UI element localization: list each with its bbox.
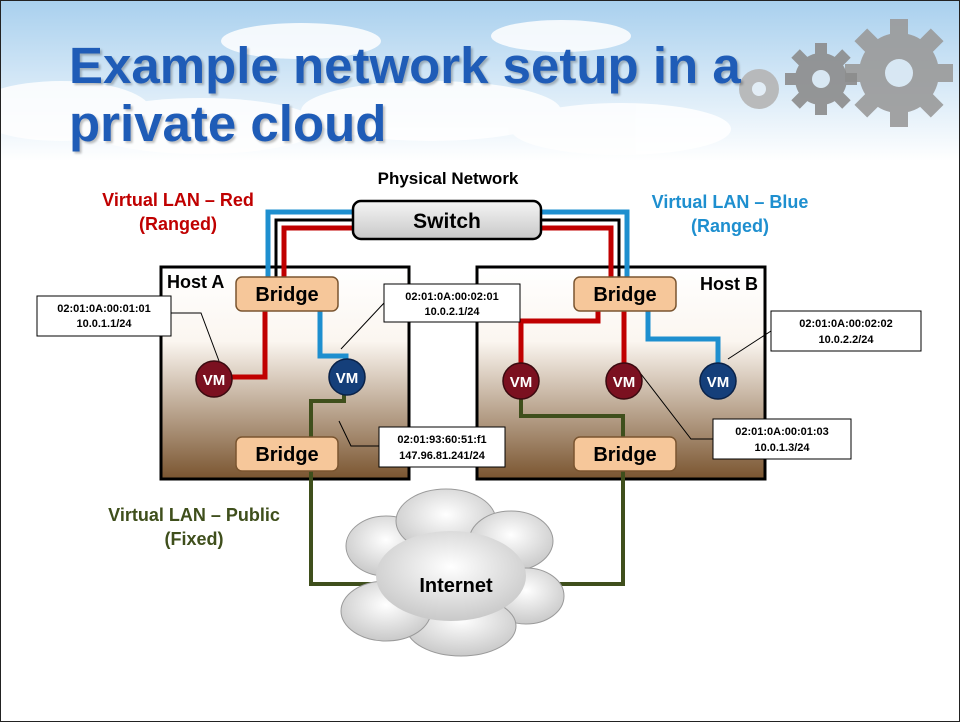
host-b-bridge-top: Bridge [573, 276, 677, 312]
callout-host-a-public: 02:01:93:60:51:f1 147.96.81.241/24 [378, 426, 506, 468]
host-a-vm-blue: VM [328, 358, 366, 396]
callout-host-a-public-mac: 02:01:93:60:51:f1 [397, 434, 486, 446]
host-b-vm-blue-label: VM [707, 374, 730, 391]
callout-host-a-blue-mac: 02:01:0A:00:02:01 [405, 291, 499, 303]
host-a-bridge-bottom-label: Bridge [255, 444, 318, 466]
callout-host-a-blue: 02:01:0A:00:02:01 10.0.2.1/24 [383, 283, 521, 323]
physical-network-label: Physical Network [378, 169, 519, 188]
host-a-bridge-bottom: Bridge [235, 436, 339, 472]
host-a-vm-blue-label: VM [336, 370, 359, 387]
physical-network-links [274, 218, 621, 285]
slide-title: Example network setup in a private cloud [69, 37, 741, 153]
callout-host-b-red-mac: 02:01:0A:00:01:03 [735, 426, 829, 438]
vlan-red-mode: (Ranged) [139, 214, 217, 234]
callout-host-b-red-ip: 10.0.1.3/24 [754, 442, 810, 454]
cloud-decoration [1, 20, 731, 155]
callout-host-b-blue: 02:01:0A:00:02:02 10.0.2.2/24 [770, 310, 922, 352]
callout-host-a-red-mac: 02:01:0A:00:01:01 [57, 303, 151, 315]
callout-host-a-blue-ip: 10.0.2.1/24 [424, 306, 480, 318]
slide-title-line2: private cloud [69, 95, 387, 152]
callout-host-b-blue-ip: 10.0.2.2/24 [818, 334, 874, 346]
host-b-vm-blue: VM [699, 362, 737, 400]
vlan-blue-name: Virtual LAN – Blue [652, 192, 809, 212]
switch-box [351, 199, 543, 241]
switch-label: Switch [413, 210, 481, 233]
host-b-vm-red-1-label: VM [510, 374, 533, 391]
callout-host-a-public-ip: 147.96.81.241/24 [399, 450, 486, 462]
callout-host-b-blue-mac: 02:01:0A:00:02:02 [799, 318, 893, 330]
host-b-bridge-bottom-label: Bridge [593, 444, 656, 466]
vlan-public-mode: (Fixed) [164, 529, 223, 549]
gear-icon [739, 19, 953, 127]
host-b-vm-red-1: VM [502, 362, 540, 400]
vlan-red-name: Virtual LAN – Red [102, 190, 254, 210]
host-a-bridge-top-label: Bridge [255, 284, 318, 306]
host-a-bridge-top: Bridge [235, 276, 339, 312]
callout-host-a-red: 02:01:0A:00:01:01 10.0.1.1/24 [36, 295, 172, 337]
internet-cloud-icon [340, 488, 565, 657]
host-a-vm-red: VM [195, 360, 233, 398]
host-b-vm-red-2: VM [605, 362, 643, 400]
vlan-public-name: Virtual LAN – Public [108, 505, 280, 525]
host-a-label: Host A [167, 272, 224, 292]
host-a-vm-red-label: VM [203, 372, 226, 389]
host-b-vm-red-2-label: VM [613, 374, 636, 391]
host-b-bridge-bottom: Bridge [573, 436, 677, 472]
slide-title-line1: Example network setup in a [69, 37, 741, 94]
host-b-label: Host B [700, 274, 758, 294]
host-b-bridge-top-label: Bridge [593, 284, 656, 306]
internet-label: Internet [419, 575, 493, 597]
callout-leaders [171, 302, 772, 447]
vlan-blue-mode: (Ranged) [691, 216, 769, 236]
callout-host-b-red: 02:01:0A:00:01:03 10.0.1.3/24 [712, 418, 852, 460]
callout-host-a-red-ip: 10.0.1.1/24 [76, 318, 132, 330]
